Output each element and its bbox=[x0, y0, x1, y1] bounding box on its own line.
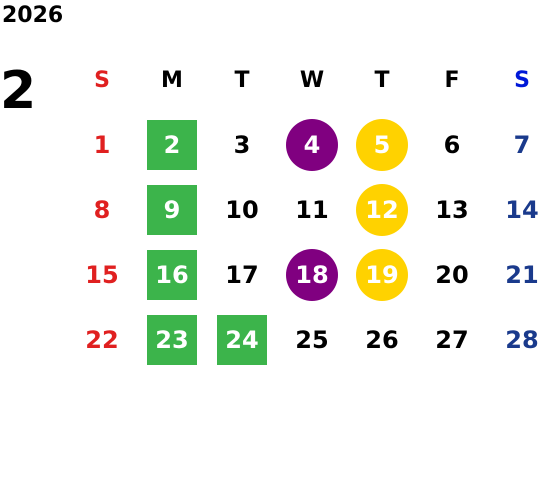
day-number: 12 bbox=[365, 195, 399, 224]
day-cell[interactable]: 18 bbox=[277, 242, 347, 307]
day-cell[interactable]: 10 bbox=[207, 177, 277, 242]
purple-circle-marker bbox=[286, 118, 338, 171]
green-square-marker bbox=[217, 314, 267, 365]
day-number: 7 bbox=[513, 130, 531, 159]
day-cell[interactable]: 19 bbox=[347, 242, 417, 307]
day-number: 6 bbox=[443, 130, 461, 159]
green-square-marker bbox=[147, 184, 197, 235]
month-label: 2 bbox=[0, 61, 37, 121]
day-cell[interactable]: 25 bbox=[277, 307, 347, 372]
day-cell[interactable]: 4 bbox=[277, 112, 347, 177]
day-cell[interactable]: 5 bbox=[347, 112, 417, 177]
day-number: 2 bbox=[163, 130, 181, 159]
yellow-circle-marker bbox=[356, 248, 408, 301]
day-number: 27 bbox=[435, 325, 469, 354]
weekday-header-tue: T bbox=[234, 67, 250, 93]
day-cell[interactable]: 11 bbox=[277, 177, 347, 242]
day-number: 1 bbox=[93, 130, 111, 159]
day-cell[interactable]: 1 bbox=[67, 112, 137, 177]
yellow-circle-marker bbox=[356, 183, 408, 236]
yellow-circle-marker bbox=[356, 118, 408, 171]
day-number: 25 bbox=[295, 325, 329, 354]
day-number: 8 bbox=[93, 195, 111, 224]
day-cell[interactable]: 23 bbox=[137, 307, 207, 372]
day-cell[interactable]: 27 bbox=[417, 307, 487, 372]
day-number: 20 bbox=[435, 260, 469, 289]
day-number: 19 bbox=[365, 260, 399, 289]
weekday-header-sun: S bbox=[94, 67, 110, 93]
day-cell[interactable]: 13 bbox=[417, 177, 487, 242]
day-cell[interactable]: 16 bbox=[137, 242, 207, 307]
day-number: 13 bbox=[435, 195, 469, 224]
day-number: 16 bbox=[155, 260, 189, 289]
day-cell[interactable]: 24 bbox=[207, 307, 277, 372]
day-cell[interactable]: 20 bbox=[417, 242, 487, 307]
day-number: 18 bbox=[295, 260, 329, 289]
day-number: 4 bbox=[303, 130, 321, 159]
day-number: 11 bbox=[295, 195, 329, 224]
day-number: 17 bbox=[225, 260, 259, 289]
day-number: 28 bbox=[505, 325, 539, 354]
weekday-header-mon: M bbox=[161, 67, 183, 93]
day-number: 10 bbox=[225, 195, 259, 224]
day-cell[interactable]: 28 bbox=[487, 307, 548, 372]
green-square-marker bbox=[147, 314, 197, 365]
weekday-header-sat: S bbox=[514, 67, 530, 93]
day-cell[interactable]: 21 bbox=[487, 242, 548, 307]
day-number: 9 bbox=[163, 195, 181, 224]
year-label: 2026 bbox=[2, 3, 64, 28]
day-number: 5 bbox=[373, 130, 391, 159]
purple-circle-marker bbox=[286, 248, 338, 301]
day-number: 14 bbox=[505, 195, 539, 224]
day-cell[interactable]: 7 bbox=[487, 112, 548, 177]
day-cell[interactable]: 26 bbox=[347, 307, 417, 372]
day-number: 23 bbox=[155, 325, 189, 354]
day-cell[interactable]: 2 bbox=[137, 112, 207, 177]
day-cell[interactable]: 3 bbox=[207, 112, 277, 177]
day-cell[interactable]: 17 bbox=[207, 242, 277, 307]
day-cell[interactable]: 9 bbox=[137, 177, 207, 242]
green-square-marker bbox=[147, 249, 197, 300]
day-number: 21 bbox=[505, 260, 539, 289]
day-cell[interactable]: 8 bbox=[67, 177, 137, 242]
day-cell[interactable]: 6 bbox=[417, 112, 487, 177]
day-number: 3 bbox=[233, 130, 251, 159]
day-cell[interactable]: 14 bbox=[487, 177, 548, 242]
day-cell[interactable]: 12 bbox=[347, 177, 417, 242]
day-number: 26 bbox=[365, 325, 399, 354]
weekday-header-thu: T bbox=[374, 67, 390, 93]
green-square-marker bbox=[147, 119, 197, 170]
day-number: 15 bbox=[85, 260, 119, 289]
weekday-header-wed: W bbox=[299, 67, 325, 93]
day-cell[interactable]: 22 bbox=[67, 307, 137, 372]
day-number: 22 bbox=[85, 325, 119, 354]
weekday-header-fri: F bbox=[444, 67, 460, 93]
day-cell[interactable]: 15 bbox=[67, 242, 137, 307]
day-number: 24 bbox=[225, 325, 259, 354]
